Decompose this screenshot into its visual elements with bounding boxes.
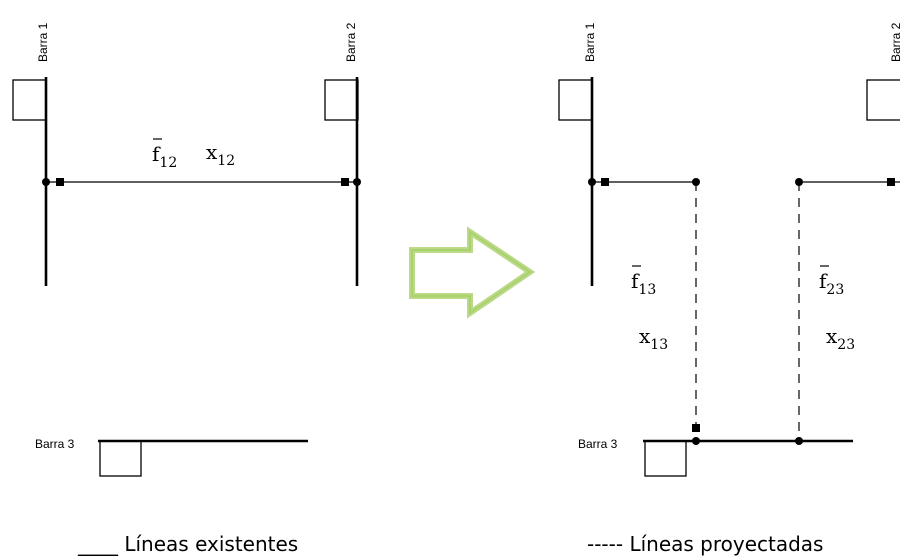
- bus-2-generator-box: [324, 79, 359, 121]
- x23-label: x23: [826, 324, 855, 353]
- f12-label: f12: [152, 142, 177, 171]
- line-2-stub-breaker: [887, 178, 895, 186]
- transition-arrow-icon: [409, 226, 536, 319]
- bus-2-generator-box-right: [866, 79, 900, 121]
- line-1-3-breaker: [692, 424, 700, 432]
- bus-3-generator-box-right: [644, 440, 687, 477]
- legend-existing-lines: ____ Líneas existentes: [77, 532, 298, 556]
- projected-network: Barra 1 Barra 2 f13 x13 f23 x23 Barra 3: [558, 22, 900, 477]
- bus-3-generator-box: [99, 440, 142, 477]
- existing-network: Barra 1 Barra 2 f12 x12 Barra 3: [12, 22, 361, 477]
- x12-label: x12: [206, 140, 235, 169]
- legend-projected-lines: ----- Líneas proyectadas: [587, 532, 823, 556]
- line-1-stub-node-bus1: [588, 178, 596, 186]
- bus-1-generator-box-right: [558, 79, 593, 121]
- bus-3-label: Barra 3: [35, 437, 75, 451]
- line-1-stub-breaker: [601, 178, 609, 186]
- line-1-2-node-bus1: [42, 178, 50, 186]
- bus-1-label: Barra 1: [36, 22, 50, 62]
- bus-1-generator-box: [12, 79, 47, 121]
- x13-label: x13: [639, 324, 668, 353]
- f13-label: f13: [631, 269, 656, 298]
- bus-2-label: Barra 2: [344, 22, 358, 62]
- f23-label: f23: [819, 269, 844, 298]
- line-1-2-breaker-bus2: [341, 178, 349, 186]
- line-1-2-node-bus2: [353, 178, 361, 186]
- bus-3-label-right: Barra 3: [578, 437, 618, 451]
- bus-1-label-right: Barra 1: [583, 22, 597, 62]
- bus-2-label-right: Barra 2: [889, 22, 900, 62]
- line-1-2-breaker-bus1: [56, 178, 64, 186]
